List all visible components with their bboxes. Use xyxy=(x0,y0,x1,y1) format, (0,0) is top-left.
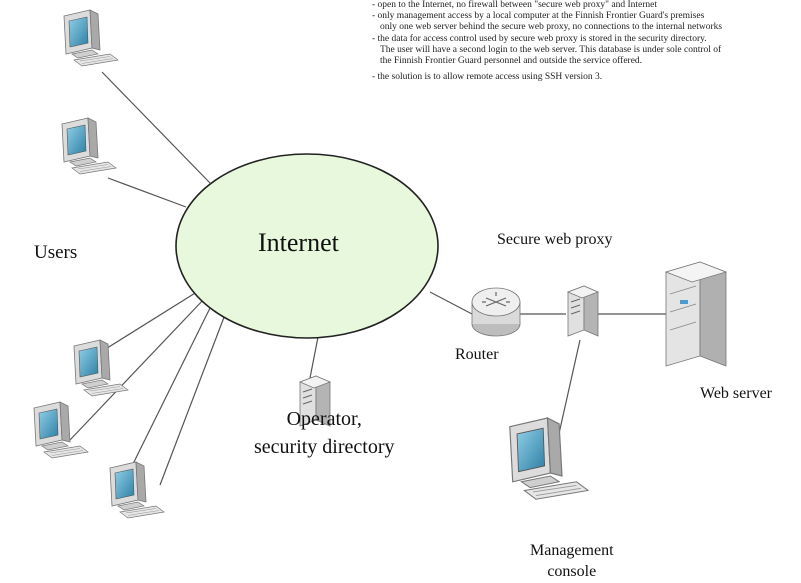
internet-cloud xyxy=(175,153,439,339)
user-workstation-2 xyxy=(61,117,117,175)
link-internet-router xyxy=(429,291,473,315)
user-workstation-5 xyxy=(109,461,165,519)
link-user-2 xyxy=(107,177,187,208)
network-links xyxy=(69,71,666,486)
router xyxy=(471,287,521,337)
internet-label: Internet xyxy=(258,228,339,257)
requirements-notes: - open to the Internet, no firewall betw… xyxy=(372,0,801,83)
user-workstation-3 xyxy=(73,339,129,397)
link-user-5 xyxy=(129,303,213,471)
crt-workstation-icon xyxy=(73,339,129,397)
crt-workstation-icon xyxy=(61,117,117,175)
tower-server-icon xyxy=(567,285,599,337)
crt-workstation-icon xyxy=(109,461,165,519)
note-line-1: - open to the Internet, no firewall betw… xyxy=(372,0,657,10)
operator-label: Operator, security directory xyxy=(254,405,395,461)
secure-web-proxy-label: Secure web proxy xyxy=(497,231,613,248)
web-server-label: Web server xyxy=(700,385,773,402)
router-label: Router xyxy=(455,346,499,363)
note-line-3: only one web server behind the secure we… xyxy=(380,22,723,33)
web-server xyxy=(664,261,728,367)
management-console-label: Management console xyxy=(530,540,614,582)
note-line-5: The user will have a second login to the… xyxy=(380,44,722,55)
crt-workstation-icon xyxy=(63,9,119,67)
crt-workstation-icon xyxy=(509,417,589,500)
management-label-line-2: console xyxy=(547,563,597,580)
users-label: Users xyxy=(34,242,78,263)
link-proxy-management xyxy=(557,339,581,439)
management-console xyxy=(509,417,589,500)
note-line-2: - only management access by a local comp… xyxy=(372,11,705,22)
link-user-1 xyxy=(101,71,211,184)
note-line-6: the Finnish Frontier Guard personnel and… xyxy=(380,56,643,67)
link-operator xyxy=(309,336,319,379)
operator-label-line-2: security directory xyxy=(254,436,395,458)
operator-label-line-1: Operator, xyxy=(286,408,362,430)
management-label-line-1: Management xyxy=(530,542,614,559)
link-user-3 xyxy=(103,289,201,351)
note-line-4: - the data for access control used by se… xyxy=(372,33,707,44)
note-line-8: - the solution is to allow remote access… xyxy=(372,72,603,83)
user-workstation-1 xyxy=(63,9,119,67)
link-user-6 xyxy=(159,311,227,486)
secure-web-proxy-server xyxy=(567,285,599,337)
link-user-4 xyxy=(69,297,206,441)
